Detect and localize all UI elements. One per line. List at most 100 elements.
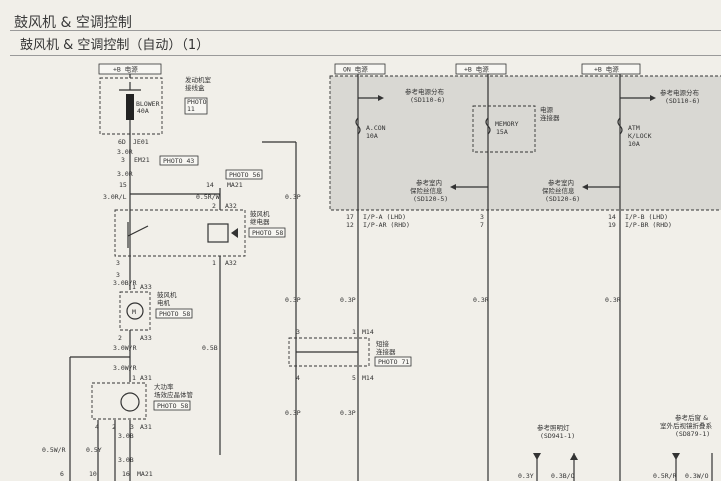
- photo-58b: PHOTO 58: [159, 310, 190, 318]
- memory-rating: 15A: [496, 128, 508, 136]
- photo-58c-box: [153, 400, 191, 411]
- a32: A32: [225, 202, 237, 210]
- arrow-head-7: [672, 453, 680, 460]
- acon: A.CON: [366, 124, 386, 132]
- pin-6: 6: [60, 470, 64, 478]
- pin-15: 15: [119, 181, 127, 189]
- ipar-rhd: I/P-AR (RHD): [363, 221, 410, 229]
- title-bar: 鼓风机 & 空调控制（自动）（1）: [10, 30, 721, 56]
- engine-box: [99, 77, 163, 135]
- ref-power2-l2: (SD110-6): [665, 97, 700, 105]
- wire-30rl: 3.0R/L: [103, 193, 127, 201]
- pin-19: 19: [608, 221, 616, 229]
- relay-label1: 鼓风机: [250, 209, 270, 218]
- wire-05b-right: 0.5B: [202, 344, 218, 352]
- m14: M14: [362, 328, 374, 336]
- fuse-rating: 40A: [137, 107, 149, 115]
- page-title: 鼓风机 & 空调控制（自动）（1）: [20, 38, 210, 53]
- photo-43-box: [159, 155, 199, 166]
- photo-58a-box: [248, 227, 286, 238]
- relay-switch: [127, 225, 149, 237]
- ipa-lhd: I/P-A (LHD): [363, 213, 406, 221]
- wire-30r-1: 3.0R: [117, 148, 133, 156]
- wire-03r: 0.3R: [473, 296, 489, 304]
- transistor-label2: 场效应晶体管: [154, 390, 194, 399]
- relay-label2: 继电器: [250, 217, 270, 226]
- je01: JE01: [133, 138, 149, 146]
- elec-conn-l2: 连接器: [540, 113, 560, 122]
- fuse-name: BLOWER: [136, 100, 160, 108]
- ref-rear-l2: 室外后视镜折叠系: [660, 421, 713, 430]
- wire-03r-right: 0.3R: [605, 296, 621, 304]
- wire-30b2: 3.0B: [118, 456, 134, 464]
- elec-conn-l1: 电源: [540, 105, 554, 114]
- power-box-3: [581, 63, 641, 75]
- short-l2: 连接器: [376, 347, 396, 356]
- transistor-label1: 大功率: [154, 382, 174, 391]
- wire-03wo: 0.3W/O: [685, 472, 709, 480]
- pin-2-a33: 2: [118, 334, 122, 342]
- motor-box: [119, 291, 151, 331]
- a31: A31: [140, 374, 152, 382]
- pin-16: 16: [122, 470, 130, 478]
- photo-71-box: [374, 356, 412, 367]
- relay-pin-3: 3: [116, 259, 120, 267]
- em21: EM21: [134, 156, 150, 164]
- fuse-block-region: [329, 75, 721, 211]
- ref-power2-l1: 参考电源分布: [660, 88, 700, 97]
- power-box-on: [334, 63, 386, 75]
- photo-71: PHOTO 71: [378, 358, 409, 366]
- m14b: M14: [362, 374, 374, 382]
- ipbr-rhd: I/P-BR (RHD): [625, 221, 672, 229]
- arrow-head-3: [450, 184, 456, 190]
- ipb-lhd: I/P-B (LHD): [625, 213, 668, 221]
- wire-03p-d: 0.3P: [340, 409, 356, 417]
- pin-17: 17: [346, 213, 354, 221]
- memory: MEMORY: [495, 120, 519, 128]
- pin-3-a31: 3: [130, 423, 134, 431]
- pin-7: 7: [480, 221, 484, 229]
- motor-label1: 鼓风机: [157, 290, 177, 299]
- ma21: MA21: [227, 181, 243, 189]
- arrow-head-4: [582, 184, 588, 190]
- short-connector-box: [288, 337, 370, 367]
- power-label-3: +B 电源: [594, 65, 619, 74]
- wire-03p-a: 0.3P: [340, 296, 356, 304]
- wire-30br: 3.0B/R: [113, 279, 137, 287]
- photo-43: PHOTO 43: [163, 157, 194, 165]
- photo-56-box: [225, 169, 263, 180]
- atm: ATM: [628, 124, 640, 132]
- wire-03y: 0.3Y: [518, 472, 534, 480]
- pin-10: 10: [89, 470, 97, 478]
- atm-rating: 10A: [628, 140, 640, 148]
- wire-03p-b: 0.3P: [285, 296, 301, 304]
- wire-05wr: 0.5W/R: [42, 446, 66, 454]
- fuse-element: [126, 94, 134, 120]
- pin-4: 4: [95, 423, 99, 431]
- ref-fuse2-l3: (SD120-6): [545, 195, 580, 203]
- ref-light-l1: 参考照明灯: [537, 423, 570, 432]
- je01-pin: 6D: [118, 138, 126, 146]
- power-box-2: [455, 63, 507, 75]
- engine-box-label1: 发动机室: [185, 75, 212, 84]
- ref-fuse2-l2: 保险丝信息: [542, 186, 575, 195]
- photo-56: PHOTO 56: [229, 171, 260, 179]
- wire-05rr: 0.5R/R: [653, 472, 677, 480]
- ref-fuse1-l3: (SD120-5): [413, 195, 448, 203]
- pin-14b: 14: [608, 213, 616, 221]
- pin-14: 14: [206, 181, 214, 189]
- pin-2: 2: [212, 202, 216, 210]
- wire-30b: 3.0B: [118, 432, 134, 440]
- ref-light-l2: (SD941-1): [540, 432, 575, 440]
- wire-05rw: 0.5R/W: [196, 193, 220, 201]
- arrow-head-5: [533, 453, 541, 460]
- pin-12: 12: [346, 221, 354, 229]
- pin-4-m14: 4: [296, 374, 300, 382]
- wire-30r-2: 3.0R: [117, 170, 133, 178]
- ref-power-l2: (SD110-6): [410, 96, 445, 104]
- wire-05y: 0.5Y: [86, 446, 102, 454]
- wire-30wr2: 3.0W/R: [113, 364, 137, 372]
- motor-circle: [126, 302, 144, 320]
